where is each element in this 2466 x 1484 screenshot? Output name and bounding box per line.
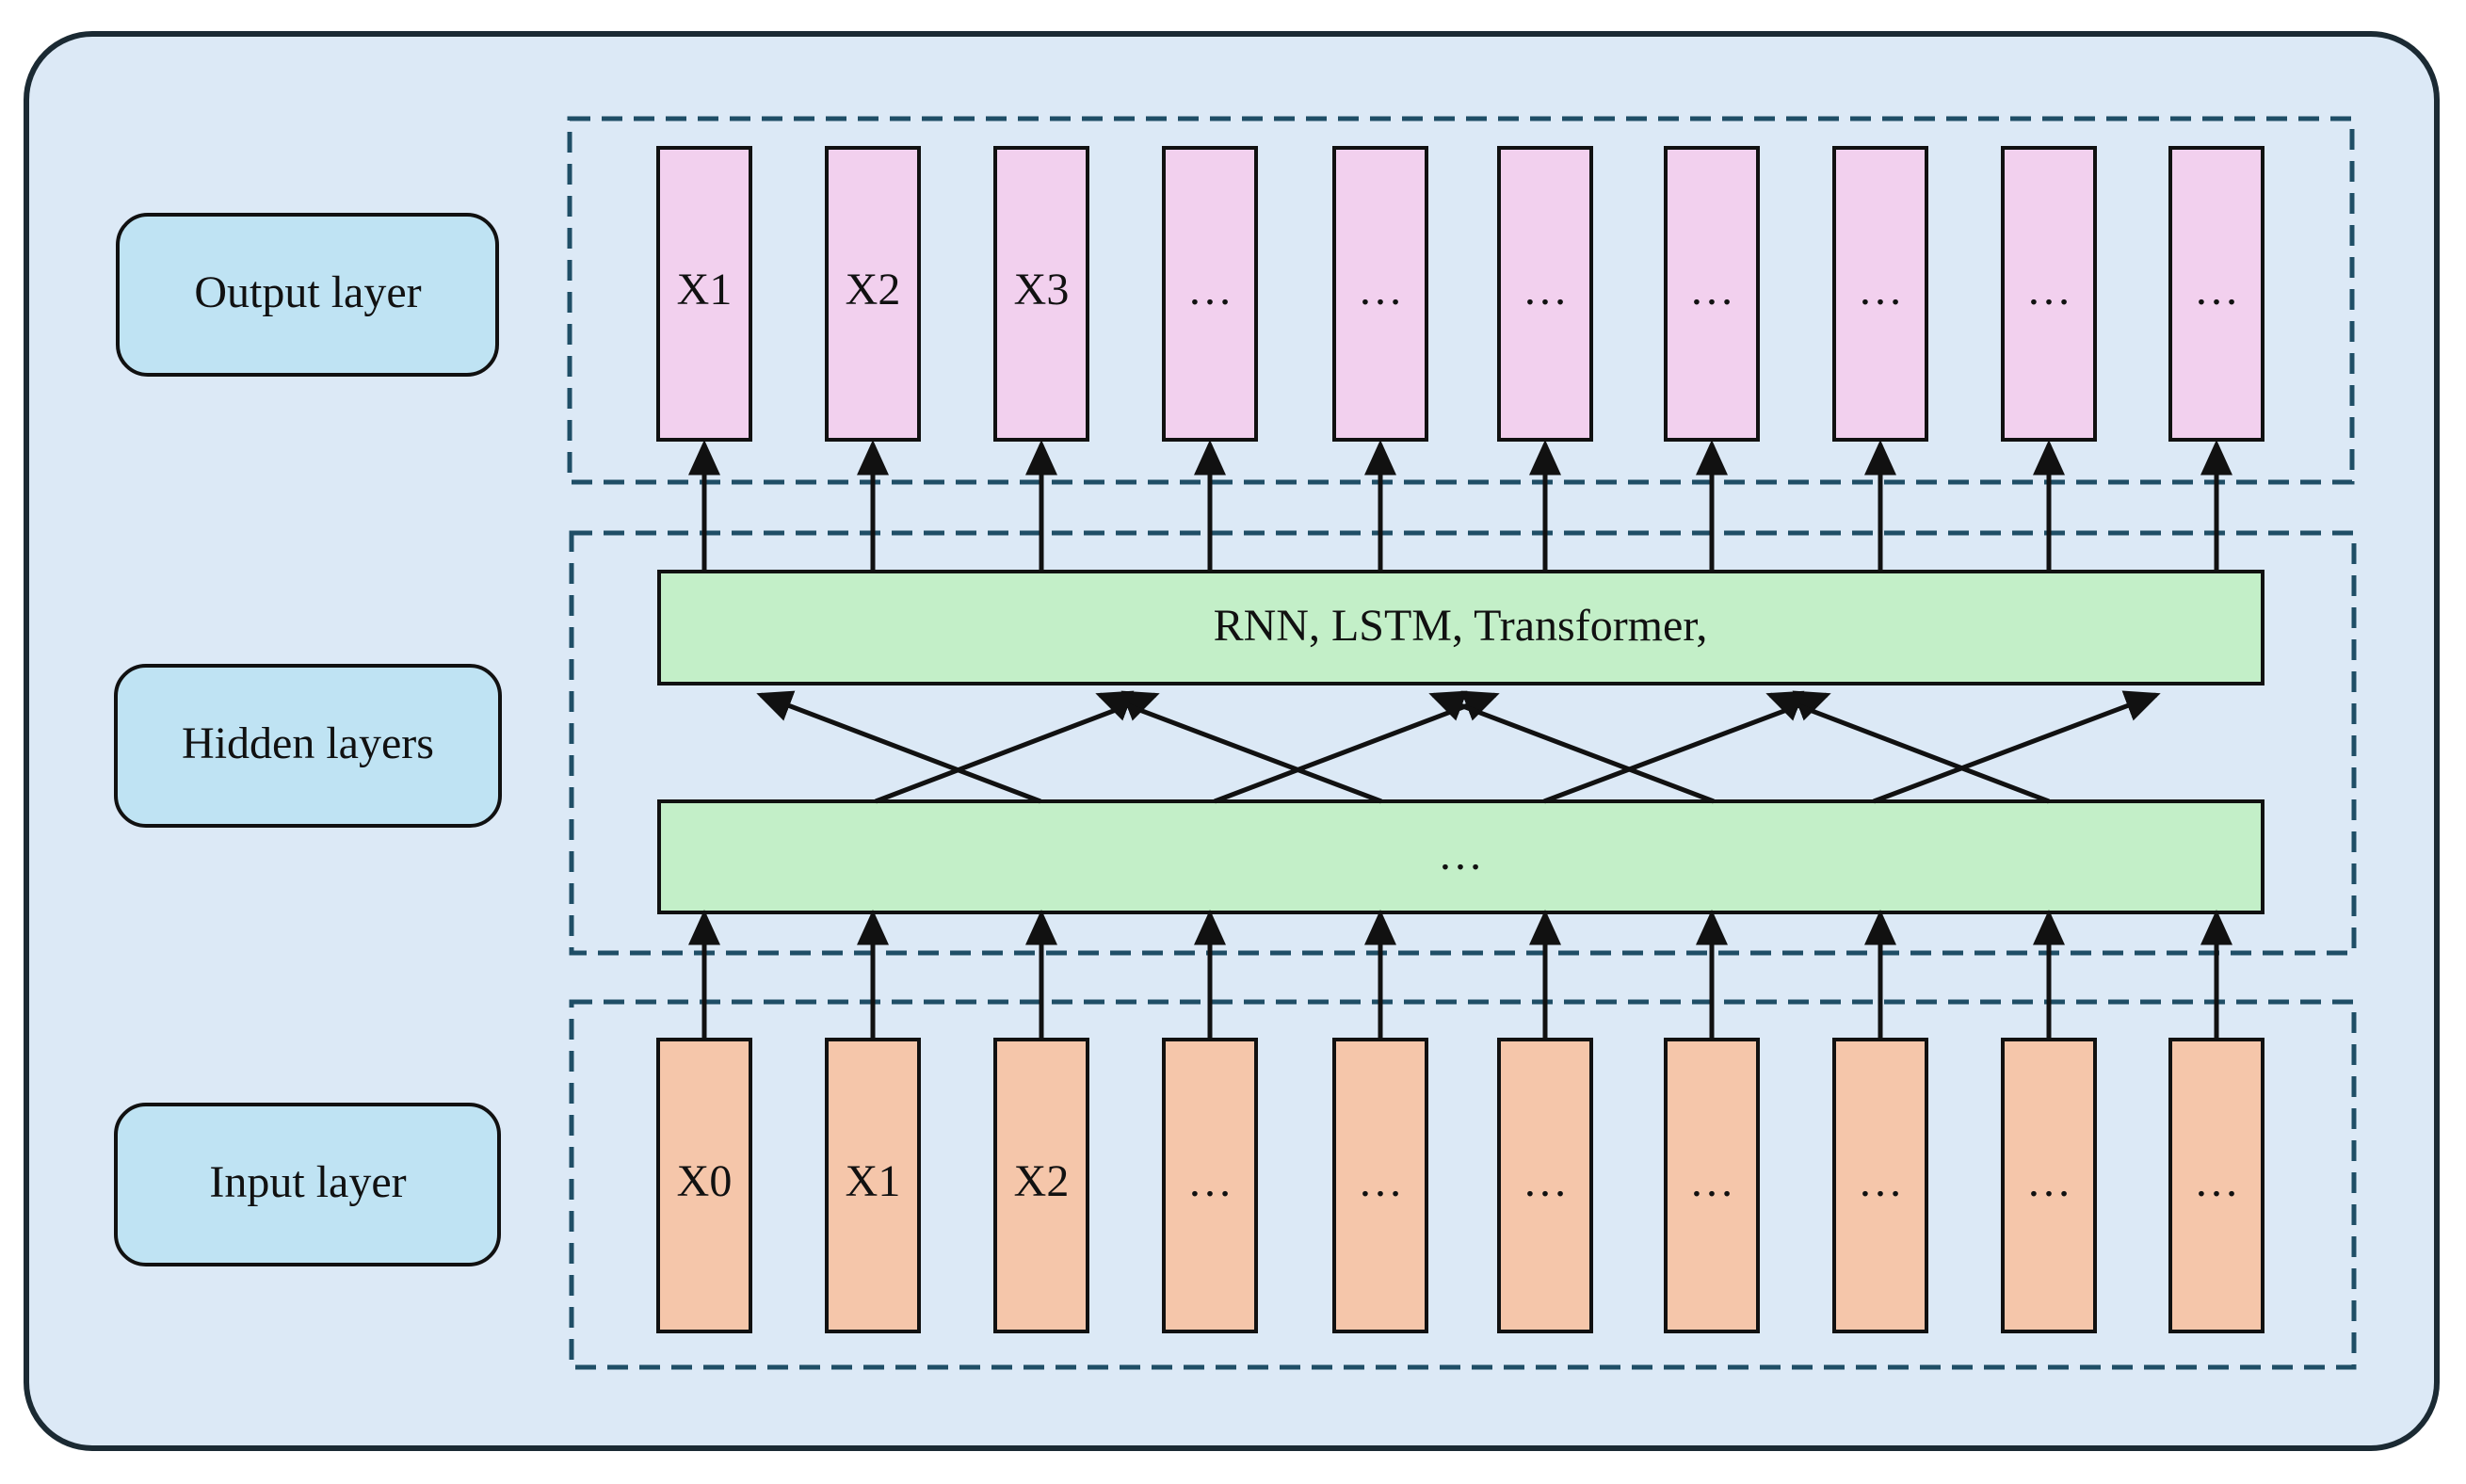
input-token-label: …: [1358, 1156, 1403, 1206]
output-layer-frame: [567, 116, 2355, 485]
output-token-box: [993, 146, 1089, 442]
input-token-box: [825, 1038, 921, 1333]
input-layer-label-box: [114, 1103, 501, 1266]
input-layer-frame: [569, 999, 2357, 1370]
input-token-4: …: [1332, 1038, 1428, 1333]
output-token-9: …: [2168, 146, 2265, 442]
output-layer-label-text: Output layer: [194, 267, 421, 317]
input-token-label: …: [1187, 1156, 1233, 1206]
input-token-label: X1: [846, 1156, 901, 1206]
output-token-box: [1162, 146, 1258, 442]
output-token-4: …: [1332, 146, 1428, 442]
input-token-box: [1332, 1038, 1428, 1333]
output-token-label: …: [1358, 265, 1403, 315]
output-token-box: [1497, 146, 1593, 442]
arrow-hidden-cross-2: [1095, 690, 1382, 804]
input-token-5: …: [1497, 1038, 1593, 1333]
input-token-7: …: [1832, 1038, 1928, 1333]
output-layer-label-box: [116, 213, 499, 377]
output-token-6: …: [1664, 146, 1760, 442]
output-token-box: [1832, 146, 1928, 442]
output-token-group: X1 X2 X3 … … … … … … …: [656, 146, 2265, 442]
output-token-2: X3: [993, 146, 1089, 442]
input-token-9: …: [2168, 1038, 2265, 1333]
hidden-layers-label-box: [114, 664, 502, 828]
hidden-layers-label-text: Hidden layers: [182, 718, 434, 768]
input-token-1: X1: [825, 1038, 921, 1333]
input-token-box: [993, 1038, 1089, 1333]
input-layer-label: Input layer: [114, 1103, 501, 1266]
input-token-box: [1832, 1038, 1928, 1333]
input-layer-label-text: Input layer: [209, 1157, 406, 1207]
output-token-label: …: [1187, 265, 1233, 315]
hidden-bottom-block: …: [657, 799, 2265, 914]
output-token-box: [2168, 146, 2265, 442]
hidden-top-block-text: RNN, LSTM, Transformer,: [1214, 601, 1708, 651]
input-token-box: [2001, 1038, 2097, 1333]
input-token-label: …: [1523, 1156, 1568, 1206]
hidden-top-block-rect: [657, 570, 2265, 686]
input-token-box: [656, 1038, 752, 1333]
input-token-box: [1664, 1038, 1760, 1333]
input-token-box: [2168, 1038, 2265, 1333]
output-token-label: X2: [846, 265, 901, 315]
output-token-box: [825, 146, 921, 442]
output-token-label: X1: [677, 265, 733, 315]
output-token-5: …: [1497, 146, 1593, 442]
output-token-label: …: [1689, 265, 1734, 315]
hidden-bottom-block-text: …: [1438, 830, 1483, 879]
output-token-label: …: [2026, 265, 2071, 315]
output-token-0: X1: [656, 146, 752, 442]
arrow-hidden-cross-4: [1428, 690, 1715, 804]
input-token-label: …: [1858, 1156, 1903, 1206]
hidden-top-block: RNN, LSTM, Transformer,: [657, 570, 2265, 686]
hidden-layers-frame: [569, 530, 2357, 956]
hidden-bottom-block-rect: [657, 799, 2265, 914]
output-token-box: [1332, 146, 1428, 442]
input-token-box: [1162, 1038, 1258, 1333]
output-token-label: …: [1858, 265, 1903, 315]
output-token-8: …: [2001, 146, 2097, 442]
output-token-label: …: [2194, 265, 2239, 315]
arrow-group: [688, 440, 2232, 1040]
output-token-box: [656, 146, 752, 442]
output-token-7: …: [1832, 146, 1928, 442]
hidden-layers-label: Hidden layers: [114, 664, 502, 828]
output-token-1: X2: [825, 146, 921, 442]
input-token-label: …: [2194, 1156, 2239, 1206]
output-token-3: …: [1162, 146, 1258, 442]
input-token-group: X0 X1 X2 … … … … … … …: [656, 1038, 2265, 1333]
input-token-label: X2: [1014, 1156, 1070, 1206]
input-token-3: …: [1162, 1038, 1258, 1333]
input-token-6: …: [1664, 1038, 1760, 1333]
input-token-2: X2: [993, 1038, 1089, 1333]
output-token-box: [2001, 146, 2097, 442]
output-token-label: X3: [1014, 265, 1070, 315]
input-token-8: …: [2001, 1038, 2097, 1333]
output-layer-label: Output layer: [116, 213, 499, 377]
input-token-box: [1497, 1038, 1593, 1333]
input-token-label: …: [1689, 1156, 1734, 1206]
input-token-label: …: [2026, 1156, 2071, 1206]
input-token-0: X0: [656, 1038, 752, 1333]
arrow-hidden-cross-6: [1765, 690, 2050, 804]
arrow-hidden-cross-7: [1873, 690, 2161, 804]
arrow-hidden-cross-0: [756, 690, 1041, 804]
input-token-label: X0: [677, 1156, 733, 1206]
output-token-label: …: [1523, 265, 1568, 315]
